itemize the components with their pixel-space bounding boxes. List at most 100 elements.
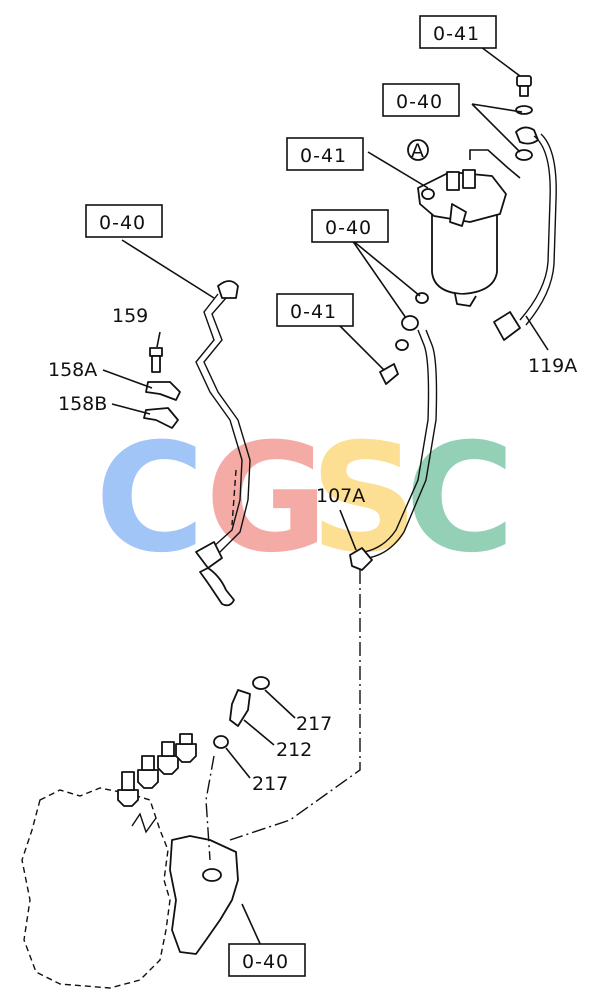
overflow-pipe-mid (211, 499, 249, 555)
washer-217-lower (213, 735, 229, 749)
bleeder-screw-212 (229, 689, 251, 727)
delivery-valve-1-tip (121, 771, 135, 791)
callout-mid-041-line (333, 319, 385, 371)
delivery-valve-4-tip (179, 733, 193, 745)
callout-212-line (243, 719, 275, 746)
delivery-valve-2 (137, 769, 159, 789)
overflow-pipe-hidden (231, 469, 237, 526)
callout-top-040-lines (471, 103, 523, 153)
callout-158b-line (111, 403, 151, 415)
fuel-pipe-107a (229, 292, 438, 841)
part-numbers: 159 158A 158B 119A 107A 217 212 217 (48, 305, 577, 795)
delivery-valve-3-tip (161, 741, 175, 757)
ref-box-left-040: 0-40 (85, 204, 163, 238)
overflow-pipe (195, 280, 251, 607)
bleeder-routing-line (205, 755, 215, 861)
callout-mid-040-lines (351, 239, 421, 319)
callout-bottom-040-line (241, 903, 263, 949)
callout-217-lower-line (225, 747, 251, 779)
view-a-circle (407, 139, 429, 161)
pipe-119a-eye-end (515, 126, 539, 145)
delivery-valve-2-tip (141, 755, 155, 771)
callout-119a-line (525, 315, 549, 351)
pipe-119a-tube (519, 133, 557, 326)
callout-filter-041-line (367, 151, 429, 189)
reference-boxes: 0-41 0-40 0-41 0-40 0-40 0-41 0-40 (85, 15, 497, 977)
delivery-valve-holders (117, 733, 197, 807)
filter-outlet-fitting (449, 203, 467, 227)
washer-top (515, 105, 533, 115)
watermark: C G S C (95, 412, 515, 586)
pump-lever (131, 812, 157, 834)
pipe-119a-nut (493, 311, 521, 341)
overflow-hose (199, 567, 235, 607)
view-indicator-line (469, 149, 521, 179)
svg-text:0-40: 0-40 (99, 212, 146, 234)
bleeder-group (205, 676, 270, 861)
eye-bolt-mid (379, 363, 399, 385)
ref-box-filter-041: 0-41 (286, 137, 364, 171)
delivery-valve-1 (117, 789, 139, 807)
delivery-valve-3 (157, 755, 179, 775)
watermark-letter-g: G (205, 412, 328, 586)
svg-text:0-40: 0-40 (325, 217, 372, 239)
filter-drain (454, 293, 477, 307)
washer-217-upper (252, 676, 270, 690)
callout-217-upper-line (264, 689, 296, 719)
part-number-119a: 119A (528, 355, 577, 377)
filter-bowl (431, 211, 498, 295)
ref-box-top-041: 0-41 (419, 15, 497, 49)
callout-159-line (156, 331, 161, 348)
ref-box-mid-041: 0-41 (276, 293, 354, 327)
part-number-159: 159 (112, 305, 148, 327)
bolt-159-head (149, 347, 163, 357)
fuel-filter-assembly: A (407, 139, 521, 307)
filter-mount-hole (421, 188, 435, 200)
clamp-group (143, 347, 181, 429)
pipe-107a-nut (349, 547, 373, 571)
part-number-158b: 158B (58, 393, 107, 415)
part-number-217-lower: 217 (252, 773, 288, 795)
callout-107a-line (339, 509, 357, 551)
svg-text:0-41: 0-41 (433, 23, 480, 45)
pump-side-cover (169, 835, 239, 955)
clamp-158b (143, 407, 179, 429)
part-number-158a: 158A (48, 359, 97, 381)
callout-left-040-line (121, 239, 215, 299)
view-a-label: A (411, 140, 424, 162)
fuel-pipe-119a (493, 126, 557, 341)
callout-158a-line (102, 369, 153, 389)
svg-text:0-40: 0-40 (242, 951, 289, 973)
ref-box-bottom-040: 0-40 (228, 943, 306, 977)
eye-bolt-head (516, 75, 532, 87)
svg-text:0-41: 0-41 (300, 145, 347, 167)
svg-text:0-41: 0-41 (290, 301, 337, 323)
injection-pump (21, 733, 239, 989)
watermark-letter-c1: C (95, 412, 205, 586)
callout-lines (102, 43, 549, 949)
washer-mid-lower (395, 339, 409, 351)
filter-inlet-port (446, 171, 460, 191)
ref-box-mid-040: 0-40 (311, 209, 389, 243)
clamp-158a (145, 381, 181, 401)
overflow-pipe-upper (195, 293, 251, 501)
overflow-pipe-nut (195, 541, 223, 569)
delivery-valve-4 (175, 743, 197, 763)
washer-lower (515, 149, 533, 161)
overflow-pipe-top-end (217, 280, 239, 299)
eye-bolt-shank (519, 85, 529, 97)
bolt-159-shank (151, 355, 161, 373)
pipe-107a-routing-line (229, 570, 361, 841)
ref-box-top-040: 0-40 (382, 83, 460, 117)
top-bolt-group (515, 75, 533, 161)
svg-text:0-40: 0-40 (396, 91, 443, 113)
filter-outlet-port (462, 169, 476, 189)
pump-inlet-port (202, 868, 222, 882)
callout-top-041-line (476, 43, 521, 77)
pipe-107a-tube (363, 329, 438, 559)
part-number-212: 212 (276, 739, 312, 761)
watermark-letter-c2: C (405, 412, 515, 586)
pipe-107a-eye-end (401, 315, 419, 331)
pump-housing-outline (21, 787, 171, 989)
